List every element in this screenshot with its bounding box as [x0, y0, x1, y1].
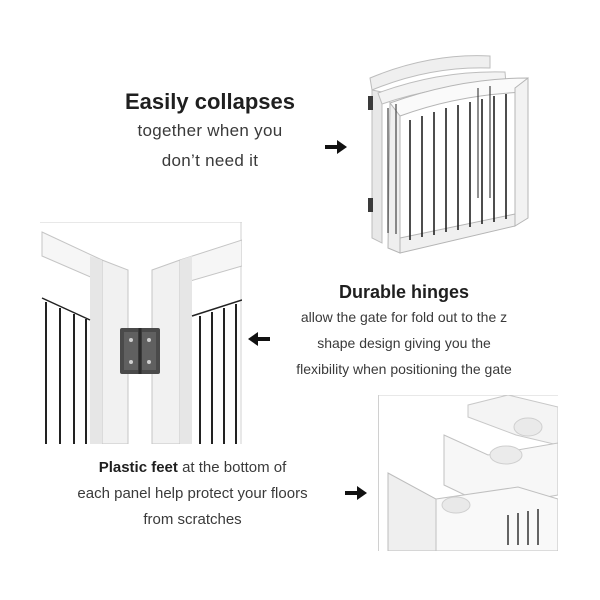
feet-line-1: Plastic feet at the bottom of — [40, 455, 345, 481]
collapse-title: Easily collapses — [125, 89, 295, 114]
feet-line-1-rest: at the bottom of — [177, 459, 287, 476]
arrow-left-icon — [248, 332, 270, 346]
feet-line-2: each panel help protect your floors — [77, 485, 308, 502]
feet-feature-text: Plastic feet at the bottom of each panel… — [40, 455, 345, 533]
hinges-title: Durable hinges — [338, 282, 470, 302]
hinges-line-1: allow the gate for fold out to the z — [300, 309, 508, 325]
feet-title: Plastic feet — [98, 459, 178, 476]
collapse-line-1: together when you — [137, 121, 283, 140]
feet-line-3: from scratches — [143, 511, 242, 528]
collapse-feature-text: Easily collapses together when you don’t… — [95, 88, 325, 176]
plastic-feet-photo — [378, 395, 558, 551]
folded-gate-photo — [368, 55, 529, 254]
hinges-line-3: flexibility when positioning the gate — [296, 361, 512, 377]
hinges-feature-text: Durable hinges allow the gate for fold o… — [266, 280, 542, 382]
arrow-right-icon — [325, 140, 347, 154]
arrow-right-icon — [345, 486, 367, 500]
hinge-closeup-photo — [40, 222, 242, 444]
hinges-line-2: shape design giving you the — [317, 335, 491, 351]
collapse-line-2: don’t need it — [161, 151, 259, 170]
